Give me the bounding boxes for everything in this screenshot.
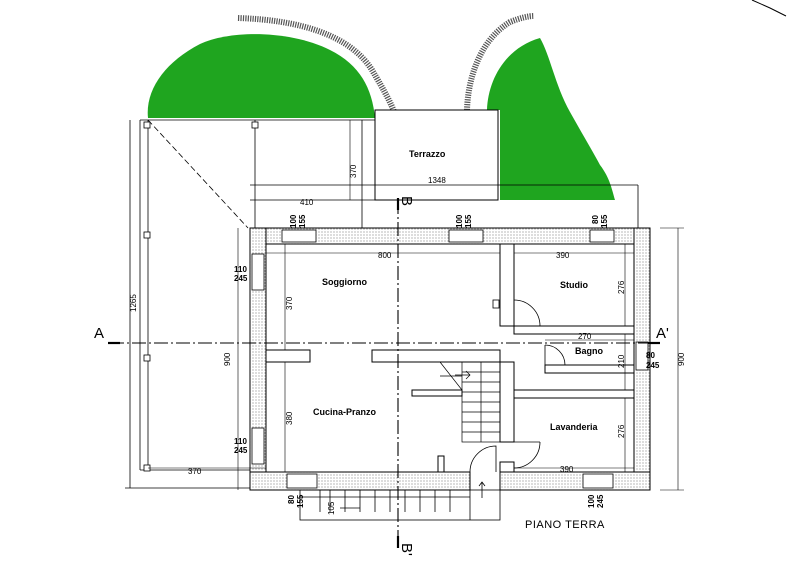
porch-outline	[125, 119, 639, 489]
svg-text:100: 100	[289, 214, 298, 228]
dim-lavanderia-width: 390	[560, 465, 574, 474]
retaining-wall-left	[237, 15, 397, 113]
porch-columns	[143, 121, 259, 472]
dim-soggiorno-height: 370	[285, 296, 294, 310]
room-label-cucina-pranzo: Cucina-Pranzo	[313, 407, 377, 417]
window-label-bottom-2: 100 245	[587, 494, 605, 508]
svg-text:110: 110	[234, 437, 247, 446]
dim-terrace-depth: 370	[349, 164, 358, 178]
window-label-left-2: 110 245	[234, 437, 248, 455]
svg-text:100: 100	[455, 214, 464, 228]
svg-text:245: 245	[234, 274, 248, 283]
dim-lavanderia-height: 276	[617, 424, 626, 438]
svg-text:155: 155	[600, 214, 609, 228]
svg-text:100: 100	[587, 494, 596, 508]
section-mark-a-right: A'	[656, 325, 669, 342]
section-mark-b-bottom: B'	[398, 543, 415, 556]
dim-porch-width-top: 410	[300, 198, 314, 207]
corner-mark	[751, 0, 787, 17]
room-label-soggiorno: Soggiorno	[322, 277, 367, 287]
dim-bagno-height: 210	[617, 354, 626, 368]
section-lines	[108, 198, 660, 548]
svg-text:80: 80	[287, 495, 296, 504]
dim-cucina-height: 380	[285, 411, 294, 425]
window-label-top-2: 100 155	[455, 214, 473, 228]
window-label-top-3: 80 155	[591, 214, 609, 228]
section-mark-a-left: A	[94, 325, 104, 342]
window-label-top-1: 100 155	[289, 214, 307, 228]
plan-title: PIANO TERRA	[525, 519, 605, 531]
dim-soggiorno-width: 800	[378, 251, 392, 260]
svg-text:80: 80	[646, 351, 655, 360]
dim-studio-width: 390	[556, 251, 570, 260]
dim-house-depth-right: 900	[677, 352, 686, 366]
section-mark-b-top: B	[398, 196, 415, 206]
dim-studio-height: 276	[617, 280, 626, 294]
svg-text:155: 155	[464, 214, 473, 228]
window-label-bottom-1: 80 155	[287, 494, 305, 508]
dim-bagno-width: 270	[578, 332, 592, 341]
garden-left	[147, 34, 375, 118]
dim-porch-depth: 1265	[129, 294, 138, 312]
garden-right	[487, 38, 615, 200]
dimension-lines	[148, 120, 684, 491]
svg-text:80: 80	[591, 215, 600, 224]
dim-house-depth-left: 900	[223, 352, 232, 366]
svg-text:245: 245	[596, 494, 605, 508]
room-label-terrazzo: Terrazzo	[409, 149, 446, 159]
svg-text:110: 110	[234, 265, 247, 274]
room-label-studio: Studio	[560, 280, 588, 290]
window-label-right-1: 80 245	[646, 351, 660, 370]
stairs	[439, 361, 501, 443]
dim-porch-width-bottom: 370	[188, 467, 202, 476]
room-label-lavanderia: Lavanderia	[550, 422, 599, 432]
dim-entry-step: 105	[327, 501, 336, 515]
svg-text:155: 155	[298, 214, 307, 228]
svg-text:245: 245	[646, 361, 660, 370]
svg-text:155: 155	[296, 494, 305, 508]
door-swings	[469, 299, 566, 473]
svg-text:245: 245	[234, 446, 248, 455]
window-label-left-1: 110 245	[234, 265, 248, 283]
interior-walls	[265, 243, 635, 473]
entrance-steps	[299, 481, 501, 521]
room-label-bagno: Bagno	[575, 346, 604, 356]
dim-terrace-width: 1348	[428, 176, 446, 185]
window-openings	[251, 229, 649, 489]
